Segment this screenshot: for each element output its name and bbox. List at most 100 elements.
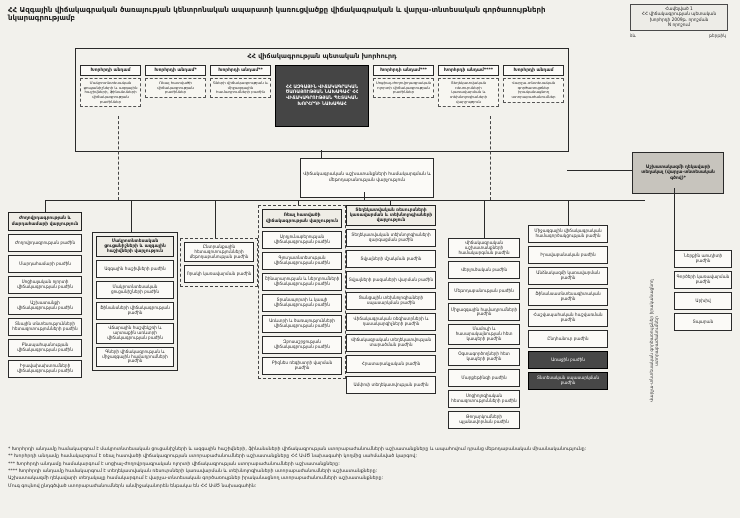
org-unit-box: Առևտրի և ծառայությունների վիճակագրության… [262, 315, 342, 333]
org-unit-box: Միջազգային վիճակագրական համագործակցությա… [528, 225, 608, 243]
org-unit-box: Թողարկումների պլանավորման բաժին [448, 410, 520, 429]
group-boxes: Միջազգային վիճակագրական համագործակցությա… [528, 225, 608, 390]
org-unit-box: Արխիվ [674, 292, 732, 310]
council-member: Խորհրդի անդամ* Ռեալ հատվածի վիճակագրությ… [145, 65, 206, 99]
org-unit-box: Ընդհանուր բաժին [528, 330, 608, 348]
connector-line [215, 200, 216, 238]
group-demography: Ժողովրդագրության և մարդահամարի վարչությո… [8, 212, 82, 378]
org-unit-box: Ցանցային տեխնոլոգիաների սպասարկման բաժին [346, 292, 436, 311]
council-member: Խորհրդի անդամ*** Սոցիալ-ժողովրդագրական ո… [373, 65, 434, 99]
council-member-title: Խորհրդի անդամ [80, 65, 141, 76]
org-unit-box: Վիճակագրական տեղեկատվության տարածման բաժ… [346, 334, 436, 353]
org-unit-box: Տրանսպորտի և կապի վիճակագրության բաժին [262, 294, 342, 312]
council-member-note: Ռեալ հատվածի վիճակագրության բաժիններ [145, 78, 206, 99]
council-member-title: Խորհրդի անդամ** [210, 65, 271, 76]
coordination-box: Վիճակագրական աշխատանքների համակարգման և … [300, 158, 434, 198]
org-unit-box: Բնապահպանության վիճակագրության բաժին [8, 339, 82, 357]
council-member: Խորհրդի անդամ** Գների վիճակագրության և մ… [210, 65, 271, 99]
council-member-title: Խորհրդի անդամ**** [438, 65, 499, 76]
council-member-title: Խորհրդի անդամ*** [373, 65, 434, 76]
org-unit-box: Տվյալների մշակման բաժին [346, 250, 436, 269]
org-unit-box: Մամուլի և հասարակայնության հետ կապերի բա… [448, 324, 520, 345]
connector-line [45, 200, 645, 201]
corner-note-right: թերթիկ [708, 34, 726, 39]
org-unit-box: Բիզնես ռեգիստրի վարման բաժին [262, 357, 342, 375]
president-box: ՀՀ ԱԶԳԱՅԻՆ ՎԻՃԱԿԱԳՐԱԿԱՆ ԾԱՌԱՅՈՒԹՅԱՆ ՆԱԽԱ… [275, 65, 369, 127]
annex-box: Հավելված 1 ՀՀ վիճակագրության պետական խոր… [630, 4, 728, 32]
side-caption: Վարչա-տնտեսական գործառույթներ իրականացնո… [650, 279, 660, 403]
council-member: Խորհրդի անդամ Մակրոտնտեսական ցուցանիշներ… [80, 65, 141, 108]
org-unit-box: Արդյունաբերության վիճակագրության բաժին [262, 231, 342, 249]
org-unit-box: Գործերի կառավարման բաժին [674, 271, 732, 289]
council-member-title: Խորհրդի անդամ [503, 65, 564, 76]
footnote-line: ** Խորհրդի անդամը համակարգում է ռեալ հատ… [8, 454, 417, 460]
org-unit-box: Իրավաբանական բաժին [528, 246, 608, 264]
org-unit-box: Ամփոփ տեղեկատվության բաժին [346, 376, 436, 395]
council-member-note: Տեղեկատվական ռեսուրսների կառավարման և տե… [438, 78, 499, 108]
group-header: Ռեալ հատվածի վիճակագրության վարչություն [262, 209, 342, 228]
council-members-row: Խորհրդի անդամ Մակրոտնտեսական ցուցանիշներ… [80, 65, 564, 147]
org-unit-box: Ընտրանքային հետազոտությունների մեթոդաբան… [184, 242, 254, 263]
connector-line [568, 200, 569, 225]
org-unit-box: Որակի կառավարման բաժին [184, 265, 254, 284]
org-unit-box: Առաջին բաժին [528, 351, 608, 369]
org-unit-box: Ազգային հաշիվների բաժին [96, 260, 174, 279]
connector-line [321, 150, 322, 158]
org-unit-box: Մակրոտնտեսական ցուցանիշների բաժին [96, 281, 174, 300]
group-administrative: Միջազգային վիճակագրական համագործակցությա… [528, 225, 608, 390]
org-unit-box: Իրավախախտումների վիճակագրության բաժին [8, 360, 82, 378]
group-header: Ժողովրդագրության և մարդահամարի վարչությո… [8, 212, 82, 231]
council-frame: ՀՀ վիճակագրության պետական խորհուրդ Խորհր… [75, 48, 569, 152]
org-unit-box: Սոցիոլոգիական հետազոտությունների բաժին [448, 389, 520, 408]
connector-line [390, 200, 391, 205]
connector-line [298, 200, 299, 205]
org-unit-box: Աշխատանքի վիճակագրության բաժին [8, 297, 82, 315]
org-unit-box: Զբոսաշրջության վիճակագրության բաժին [262, 336, 342, 354]
org-unit-box: Անձնակազմի կառավարման բաժին [528, 267, 608, 285]
org-unit-box: Գների վիճակագրության և միջազգային համադր… [96, 346, 174, 368]
connector-line [567, 170, 632, 171]
group-coordination-units: Վիճակագրական աշխատանքների համակարգման բա… [448, 238, 520, 429]
connector-line [484, 200, 485, 238]
council-member: Խորհրդի անդամ**** Տեղեկատվական ռեսուրսնե… [438, 65, 499, 108]
org-unit-box: Գյուղատնտեսության վիճակագրության բաժին [262, 252, 342, 270]
group-boxes: Վիճակագրական աշխատանքների համակարգման բա… [448, 238, 520, 429]
connector-line [674, 188, 675, 250]
org-unit-box: Հաշվապահական հաշվառման բաժին [528, 309, 608, 327]
connector-line [45, 200, 46, 212]
council-member-note: Սոցիալ-ժողովրդագրական ոլորտի վիճակագրութ… [373, 78, 434, 99]
org-unit-box: Միջազգային համադրումների բաժին [448, 303, 520, 322]
council-title: ՀՀ վիճակագրության պետական խորհուրդ [247, 52, 397, 60]
connector-line [364, 192, 365, 200]
group-header: Տեղեկատվական ռեսուրսների կառավարման և տե… [346, 205, 436, 227]
staff-head-box: Աշխատակազմի ղեկավարի տեղակալ (վարչա-տնտե… [632, 152, 724, 194]
connector-line [131, 200, 132, 232]
footnote-line: Աշխատակազմի ղեկավարի տեղակալը համակարգու… [8, 476, 384, 482]
org-unit-box: Հրատարակչական բաժին [346, 355, 436, 374]
connector-line-dashed [490, 116, 491, 200]
group-macroeconomic: Մակրոտնտեսական ցուցանիշների և ազգային հա… [92, 232, 178, 372]
org-unit-box: Տնտեսական սպասարկման բաժին [528, 372, 608, 390]
org-unit-box: Ֆինանսատնտեսագիտական բաժին [528, 288, 608, 306]
org-unit-box: Տպարան [674, 313, 732, 331]
council-member-title: Խորհրդի անդամ* [145, 65, 206, 76]
council-member-note: Վարչա-տնտեսական գործառույթներ իրականացնո… [503, 78, 564, 103]
org-unit-box: Ֆինանսների վիճակագրության բաժին [96, 302, 174, 321]
council-member-note: Մակրոտնտեսական ցուցանիշների և ազգային հա… [80, 78, 141, 108]
footnote-line: Մուգ գույնով ընդգծված ստորաբաժանումներն … [8, 483, 257, 489]
council-member: Խորհրդի անդամ Վարչա-տնտեսական գործառույթ… [503, 65, 564, 103]
group-boxes: Տեղեկատվական տեխնոլոգիաների զարգացման բա… [346, 229, 436, 395]
council-members-right: Խորհրդի անդամ*** Սոցիալ-ժողովրդագրական ո… [373, 65, 564, 108]
org-unit-box: Շինարարության և ներդրումների վիճակագրութ… [262, 273, 342, 291]
org-unit-box: Վիճակագրական աշխատանքների համակարգման բա… [448, 238, 520, 259]
org-unit-box: Վճարային հաշվեկշռի և արտաքին առևտրի վիճա… [96, 323, 174, 344]
footnote-line: * Խորհրդի անդամը համակարգում է մակրոտնտե… [8, 447, 587, 452]
org-unit-box: Ժողովրդագրության բաժին [8, 234, 82, 252]
org-unit-box: Տնային տնտեսությունների հետազոտություննե… [8, 318, 82, 336]
org-unit-box: Վիճակագրական ռեգիստրների և դասակարգիչներ… [346, 313, 436, 332]
